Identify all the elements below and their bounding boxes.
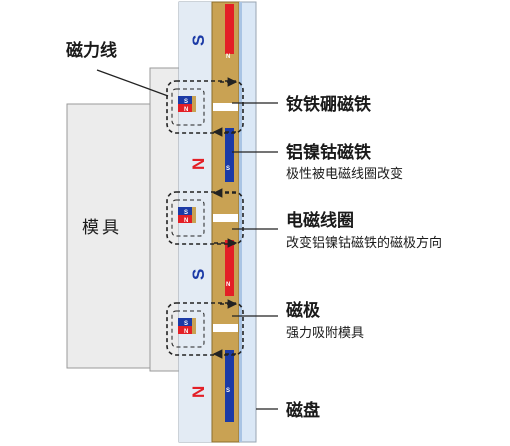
strip-label-n-2: N	[226, 282, 230, 288]
small-magnet-2: S N	[178, 207, 196, 224]
label-pole: 磁极	[286, 300, 320, 321]
pole-label-s-2: S	[189, 269, 208, 280]
strip-label-s-2: S	[226, 388, 230, 394]
strip-blue-2	[225, 350, 234, 422]
leader-field-lines	[96, 69, 169, 97]
small-magnet-1: S N	[178, 96, 196, 113]
strip-blue-1	[225, 128, 234, 182]
small-magnet-1-n: N	[184, 107, 188, 113]
label-pole-desc: 强力吸附模具	[286, 326, 364, 341]
label-em-coil: 电磁线圈	[286, 210, 354, 231]
small-magnet-3: S N	[178, 318, 196, 335]
coil-slot-2	[213, 214, 238, 222]
pole-label-n-2: N	[189, 386, 208, 398]
coil-slot-3	[213, 324, 238, 332]
mold-step	[149, 67, 181, 372]
field-loop-2	[166, 188, 244, 248]
field-loop-1	[166, 77, 244, 137]
field-loop-3	[166, 299, 244, 359]
label-ndfeb: 钕铁硼磁铁	[286, 94, 371, 115]
strip-red-2	[225, 240, 234, 296]
mold-label: 模具	[82, 218, 122, 238]
pole-label-n-1: N	[189, 158, 208, 170]
label-em-coil-desc: 改变铝镍钴磁铁的磁极方向	[286, 235, 442, 251]
small-magnet-2-s: S	[184, 210, 188, 216]
small-magnet-3-n: N	[184, 329, 188, 335]
small-magnet-3-s: S	[184, 321, 188, 327]
small-magnet-1-s: S	[184, 99, 188, 105]
label-chuck: 磁盘	[286, 400, 320, 421]
plate-edge-highlight	[239, 2, 242, 442]
mold-block	[66, 103, 151, 369]
coil-slot-1	[213, 103, 238, 111]
label-field-lines: 磁力线	[66, 40, 117, 61]
pole-label-s-1: S	[189, 35, 208, 46]
strip-red-1	[225, 4, 234, 54]
strip-label-n-1: N	[226, 54, 230, 60]
strip-label-s-1: S	[226, 166, 230, 172]
small-magnet-2-n: N	[184, 218, 188, 224]
label-alnico: 铝镍钴磁铁	[286, 142, 371, 163]
label-alnico-desc: 极性被电磁线圈改变	[286, 166, 403, 182]
